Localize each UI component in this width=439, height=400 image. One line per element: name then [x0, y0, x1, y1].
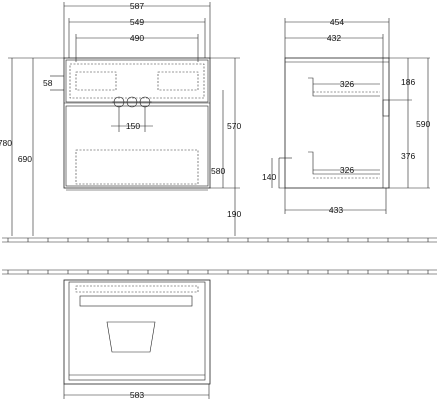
cutout-right: [157, 71, 199, 91]
label-drawer-lower: 326: [340, 165, 354, 175]
upper-drawer-profile: [308, 77, 380, 97]
label-height-side: 590: [416, 119, 430, 129]
side-outline: [284, 57, 390, 189]
plan-view: 583: [63, 279, 211, 400]
front-view: 587 549 490 58 150: [0, 1, 241, 236]
plan-inner: [68, 281, 206, 381]
step-outline: [278, 158, 285, 189]
label-width-overall: 587: [130, 1, 144, 11]
side-view: 454 432 326 326 140 433 186 37: [262, 17, 430, 215]
label-depth-top: 432: [327, 33, 341, 43]
label-width-inner: 490: [130, 33, 144, 43]
label-height-upper: 186: [401, 77, 415, 87]
label-height-body: 690: [18, 154, 32, 164]
plan-outline: [63, 279, 211, 385]
label-height-lower: 376: [401, 151, 415, 161]
label-height-floor: 190: [227, 209, 241, 219]
label-width-bottom: 583: [130, 390, 144, 400]
plan-slot: [79, 295, 193, 307]
inner-drawer-hidden: [75, 149, 199, 185]
label-tap-offset: 58: [43, 78, 53, 88]
plan-rear-rail: [75, 285, 199, 293]
label-height-total: 780: [0, 138, 12, 148]
label-width-top: 549: [130, 17, 144, 27]
top-drawer: [65, 59, 209, 103]
plan-basin: [106, 321, 156, 353]
label-height-wall: 570: [227, 121, 241, 131]
label-depth-overall: 454: [330, 17, 344, 27]
floor-line-lower: [2, 269, 437, 275]
label-height-drawer: 580: [211, 166, 225, 176]
cabinet-outline: [63, 57, 211, 189]
lower-drawer-profile: [308, 151, 380, 175]
basin-hidden-outline: [69, 63, 205, 99]
label-drawer-upper: 326: [340, 79, 354, 89]
side-handle: [382, 99, 390, 117]
bottom-drawer: [65, 105, 209, 187]
label-height-step: 140: [262, 172, 276, 182]
cutout-left: [75, 71, 117, 91]
label-depth-bottom: 433: [329, 205, 343, 215]
label-tap-spacing: 150: [126, 121, 140, 131]
floor-line-upper: [2, 237, 437, 243]
